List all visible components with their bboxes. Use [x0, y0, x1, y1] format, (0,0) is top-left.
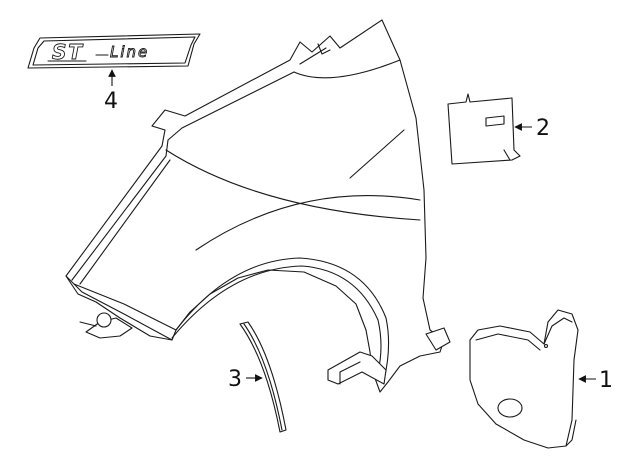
emblem-script-text: Line [110, 43, 149, 61]
callout-number-2: 2 [536, 116, 550, 141]
insulator-pad [447, 93, 521, 165]
front-fender [65, 19, 451, 393]
emblem-logo-text: ST [52, 40, 84, 64]
wheel-opening-molding [239, 321, 287, 433]
callout-number-3: 3 [228, 367, 242, 392]
mud-flap [469, 309, 579, 449]
st-line-emblem: ST Line [27, 33, 201, 69]
callout-number-1: 1 [599, 368, 613, 393]
callout-number-4: 4 [104, 89, 118, 114]
